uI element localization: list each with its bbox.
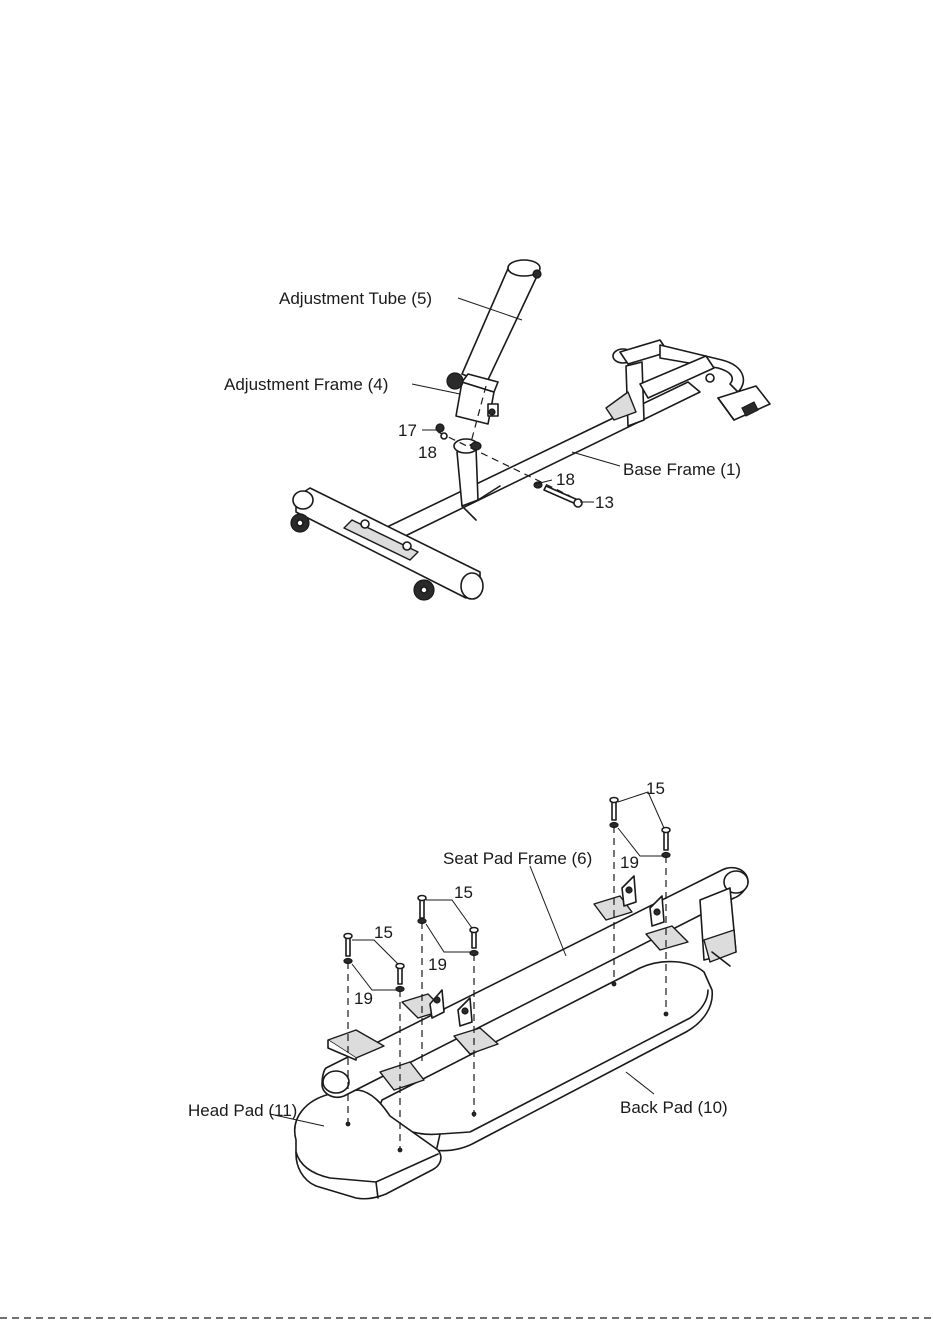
label-head-pad: Head Pad (11)	[188, 1101, 297, 1120]
label-washer-19-c: 19	[620, 853, 639, 872]
label-washer-19-a: 19	[354, 989, 373, 1008]
label-part-18-right: 18	[556, 470, 575, 489]
label-adjustment-frame: Adjustment Frame (4)	[224, 375, 388, 394]
label-bolt-15-c: 15	[646, 779, 665, 798]
label-adjustment-tube: Adjustment Tube (5)	[279, 289, 432, 308]
label-base-frame: Base Frame (1)	[623, 460, 741, 479]
label-seat-pad-frame: Seat Pad Frame (6)	[443, 849, 592, 868]
label-part-18-left: 18	[418, 443, 437, 462]
label-bolt-15-a: 15	[374, 923, 393, 942]
adjustment-tube	[462, 260, 541, 384]
label-back-pad: Back Pad (10)	[620, 1098, 728, 1117]
label-part-17: 17	[398, 421, 417, 440]
adjustment-frame	[447, 373, 498, 424]
label-washer-19-b: 19	[428, 955, 447, 974]
label-bolt-15-b: 15	[454, 883, 473, 902]
label-part-13: 13	[595, 493, 614, 512]
